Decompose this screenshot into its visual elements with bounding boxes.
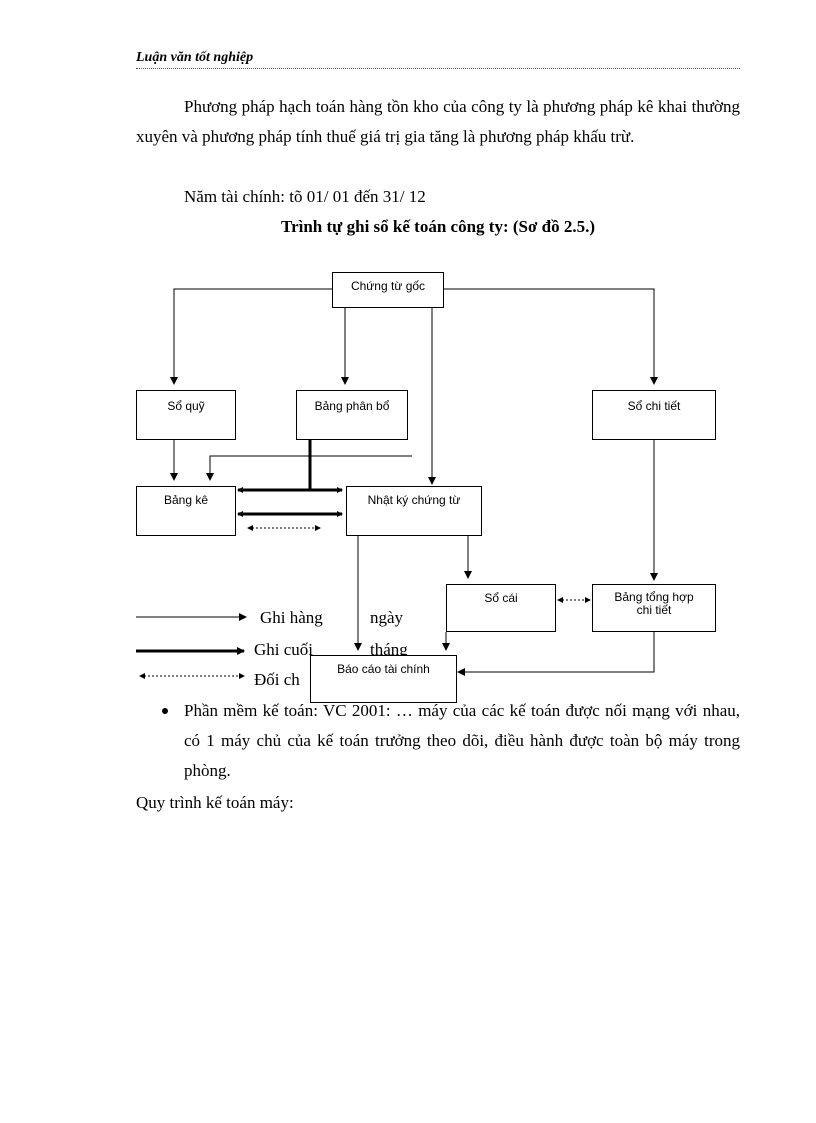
box-bang-ke: Bảng kê <box>136 486 236 536</box>
software-bullet: Phần mềm kế toán: VC 2001: … máy của các… <box>162 696 740 786</box>
paragraph-fiscal-year: Năm tài chính: tõ 01/ 01 đến 31/ 12 <box>184 187 426 206</box>
arrow-ctg-sct <box>444 288 658 385</box>
box-nhat-ky-chung-tu: Nhật ký chứng từ <box>346 486 482 536</box>
legend-daily-label-2: ngày <box>370 608 404 627</box>
arrow-bth-baocao <box>457 632 655 676</box>
box-chung-tu-goc: Chứng từ gốc <box>332 272 444 308</box>
legend-reconcile-label: Đối ch <box>254 670 300 689</box>
legend-monthly-label: Ghi cuối <box>254 640 314 659</box>
legend-daily-label: Ghi hàng <box>260 608 323 627</box>
box-bao-cao-tai-chinh: Báo cáo tài chính <box>310 655 457 703</box>
box-so-cai: Sổ cái <box>446 584 556 632</box>
box-so-chi-tiet: Sổ chi tiết <box>592 390 716 440</box>
bullet-text: Phần mềm kế toán: VC 2001: … máy của các… <box>184 701 740 780</box>
page-header: Luận văn tốt nghiệp <box>136 50 740 69</box>
box-so-quy: Sổ quỹ <box>136 390 236 440</box>
arrow-link-bangke <box>206 455 412 481</box>
paragraph-inventory-method: Phương pháp hạch toán hàng tồn kho của c… <box>136 97 740 146</box>
arrow-ctg-soquy <box>170 288 332 385</box>
accounting-flow-diagram <box>136 288 658 679</box>
bullet-icon <box>162 708 168 714</box>
diagram-title: Trình tự ghi sổ kế toán công ty: (Sơ đồ … <box>281 217 595 236</box>
box-bang-phan-bo: Bảng phân bổ <box>296 390 408 440</box>
legend-monthly-label-2: tháng <box>370 640 408 659</box>
closing-line: Quy trình kế toán máy: <box>136 793 294 812</box>
